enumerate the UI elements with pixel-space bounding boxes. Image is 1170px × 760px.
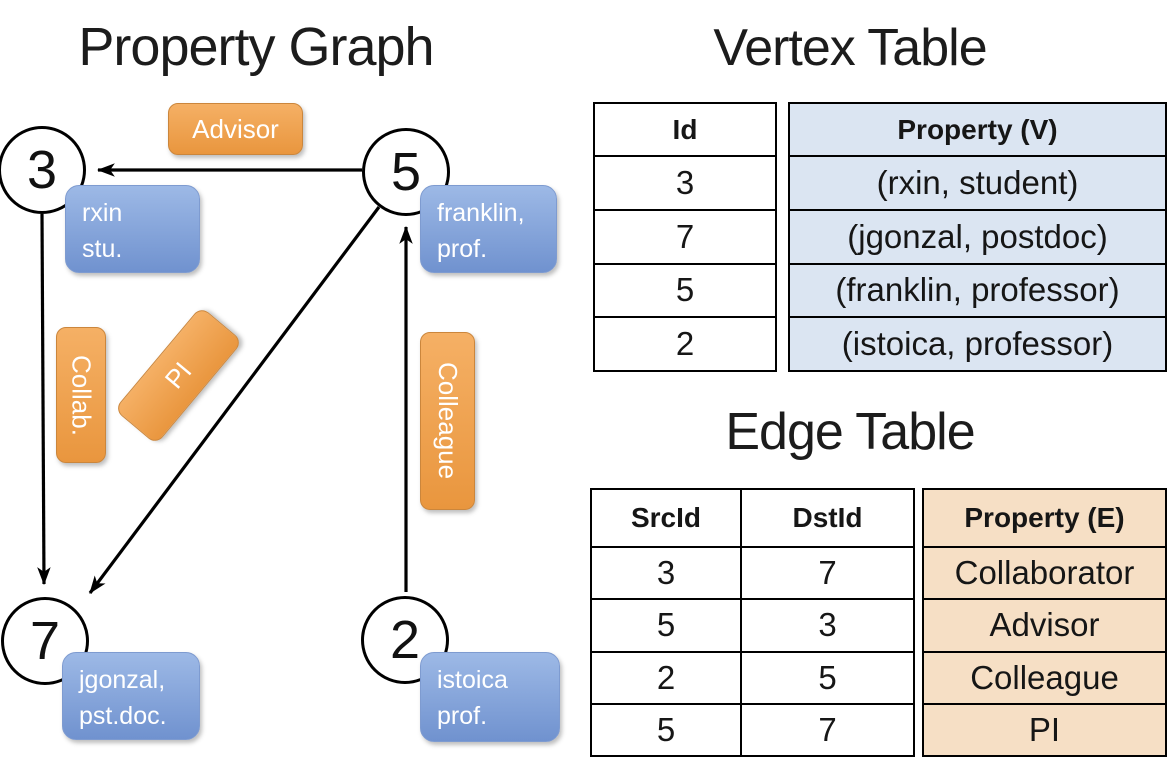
node-7-id: 7 — [29, 611, 61, 671]
edge-property-cell: Advisor — [989, 606, 1100, 644]
vertex-label-franklin-line1: franklin, — [437, 199, 525, 227]
edge-table-header-srcid: SrcId — [630, 502, 702, 533]
edge-srcid-cell: 5 — [656, 606, 676, 644]
edge-label-advisor-text: Advisor — [192, 113, 279, 144]
vertex-id-cell: 5 — [675, 271, 695, 309]
vertex-label-jgonzal-line2: pst.doc. — [79, 701, 167, 730]
vertex-label-istoica-line1: istoica — [437, 666, 508, 694]
table-row: 7 — [595, 211, 775, 265]
vertex-label-jgonzal: jgonzal, pst.doc. — [62, 652, 200, 740]
table-row: (rxin, student) — [790, 157, 1165, 211]
edge-dstid-cell: 7 — [740, 704, 913, 755]
edge-table-header-property: Property (E) — [964, 502, 1125, 533]
table-row: 5 7 — [592, 704, 913, 755]
vertex-id-cell: 3 — [675, 163, 695, 201]
edge-property-cell: Colleague — [970, 658, 1119, 696]
vertex-table-title: Vertex Table — [713, 19, 987, 77]
table-row: 2 — [595, 318, 775, 370]
vertex-property-cell: (istoica, professor) — [841, 325, 1114, 363]
vertex-label-jgonzal-line1: jgonzal, — [79, 666, 166, 694]
vertex-table-header-property: Property (V) — [897, 113, 1058, 145]
edge-table-id-columns: SrcId DstId 3 7 5 3 2 5 5 7 — [590, 488, 915, 757]
edge-srcid-cell: 2 — [656, 658, 676, 696]
edge-label-pi-text: PI — [158, 356, 198, 395]
node-2-id: 2 — [389, 610, 421, 670]
edge-property-cell: PI — [1028, 710, 1061, 748]
table-row: 5 3 — [592, 600, 913, 653]
edge-srcid-cell: 5 — [656, 710, 676, 748]
table-row: Advisor — [924, 600, 1165, 653]
vertex-label-istoica-line2: prof. — [437, 701, 488, 730]
vertex-id-cell: 7 — [675, 217, 695, 255]
edge-pi-5-to-7 — [88, 206, 381, 594]
table-row: 3 — [595, 157, 775, 211]
vertex-label-rxin-line2: stu. — [82, 234, 123, 263]
table-row: 3 7 — [592, 548, 913, 601]
table-row: 5 — [595, 265, 775, 319]
graph-edges-svg — [37, 163, 413, 594]
vertex-label-istoica: istoica prof. — [420, 652, 560, 742]
edge-srcid-cell: 3 — [656, 554, 676, 592]
graph-title: Property Graph — [78, 17, 434, 77]
table-row: (franklin, professor) — [790, 265, 1165, 319]
vertex-property-cell: (rxin, student) — [876, 163, 1079, 201]
graph-node-5: 5 — [362, 128, 450, 216]
table-row: Collaborator — [924, 548, 1165, 601]
vertex-label-rxin: rxin stu. — [65, 185, 200, 273]
edge-property-cell: Collaborator — [954, 554, 1135, 592]
table-row: (istoica, professor) — [790, 318, 1165, 370]
edge-label-colleague: Colleague — [420, 332, 475, 510]
edge-dstid-cell: 3 — [740, 600, 913, 651]
table-row: 2 5 — [592, 652, 913, 705]
edge-table-header-dstid: DstId — [740, 490, 913, 546]
vertex-property-cell: (franklin, professor) — [835, 271, 1120, 309]
vertex-property-cell: (jgonzal, postdoc) — [847, 217, 1108, 255]
edge-dstid-cell: 5 — [740, 652, 913, 703]
vertex-id-cell: 2 — [675, 325, 695, 363]
table-row: Colleague — [924, 653, 1165, 705]
vertex-label-franklin: franklin, prof. — [420, 185, 557, 273]
edge-table-title: Edge Table — [725, 403, 975, 461]
vertex-table-id-column: Id 3 7 5 2 — [593, 102, 777, 372]
vertex-table-property-column: Property (V) (rxin, student) (jgonzal, p… — [788, 102, 1167, 372]
edge-collab-3-to-7 — [37, 213, 51, 586]
vertex-table-header-id: Id — [672, 113, 698, 145]
edge-label-advisor: Advisor — [168, 103, 303, 155]
graph-node-2: 2 — [361, 596, 449, 684]
vertex-label-rxin-line1: rxin — [82, 199, 123, 227]
property-graph-panel: Property Graph 3 5 7 2 Advisor Collab. P… — [0, 0, 570, 760]
edge-dstid-cell: 7 — [740, 548, 913, 599]
node-5-id: 5 — [390, 142, 422, 202]
edge-label-colleague-text: Colleague — [433, 362, 463, 480]
edge-label-collab: Collab. — [56, 327, 106, 463]
table-row: PI — [924, 705, 1165, 755]
table-row: (jgonzal, postdoc) — [790, 211, 1165, 265]
edge-label-collab-text: Collab. — [66, 354, 97, 436]
node-3-id: 3 — [26, 140, 58, 200]
edge-table-property-column: Property (E) Collaborator Advisor Collea… — [922, 488, 1167, 757]
vertex-label-franklin-line2: prof. — [437, 234, 488, 263]
